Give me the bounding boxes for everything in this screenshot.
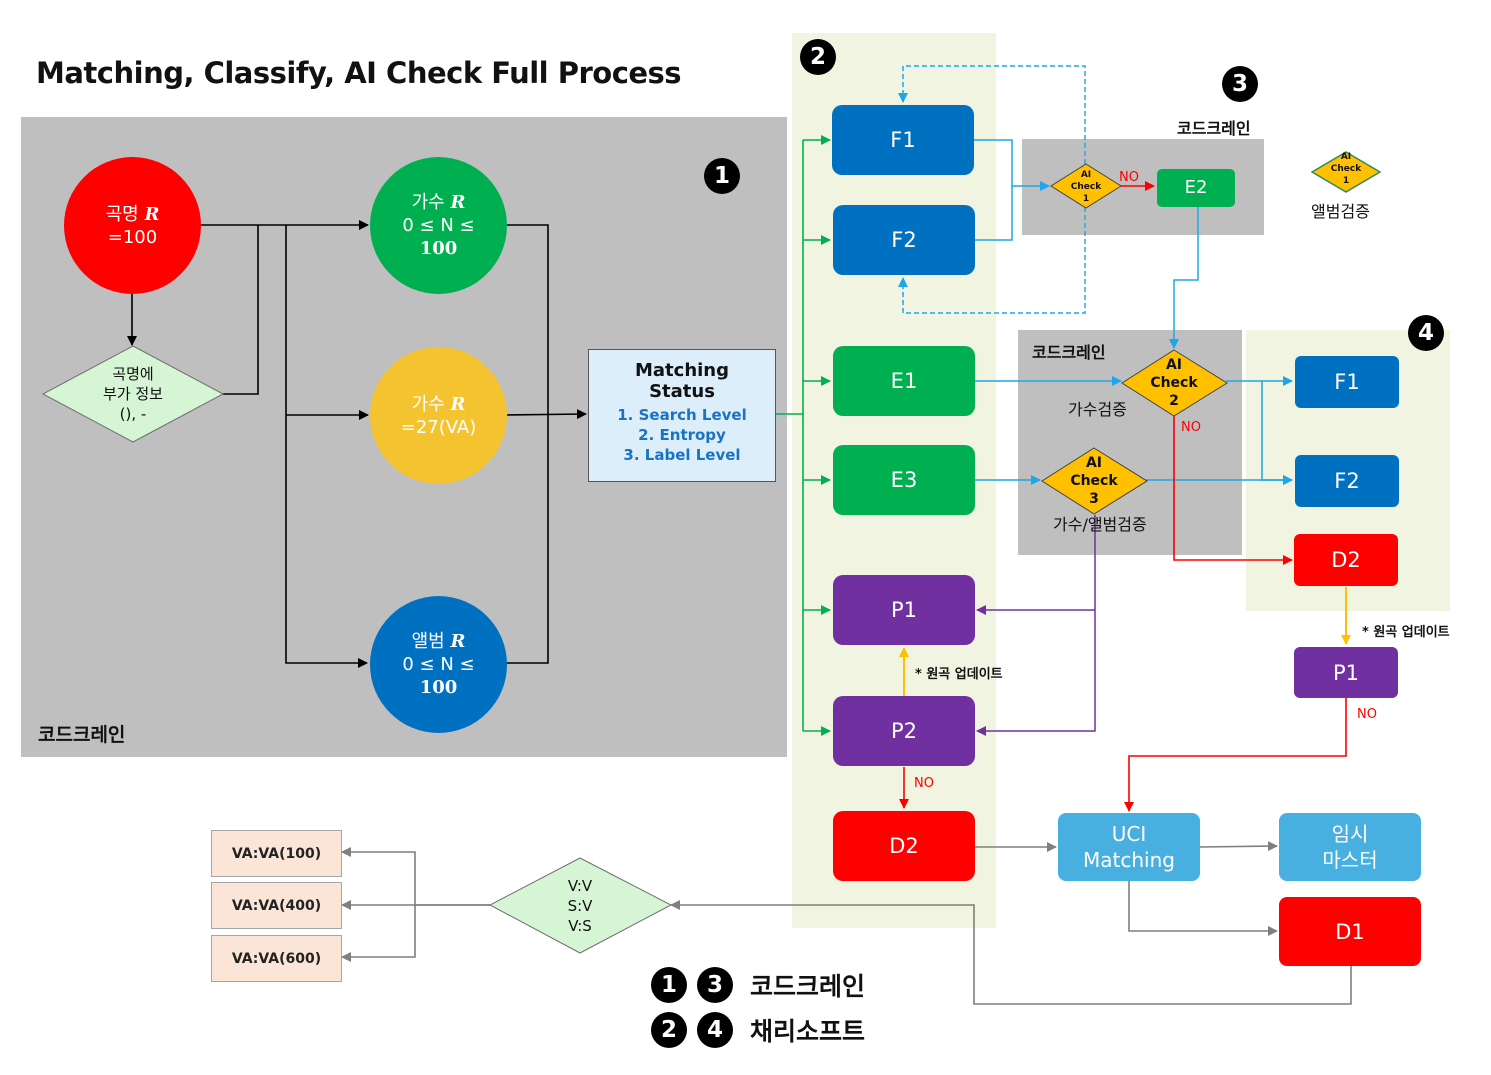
no-label-right: NO bbox=[1357, 707, 1377, 722]
page-title: Matching, Classify, AI Check Full Proces… bbox=[36, 56, 682, 90]
ai-check-legend-caption: 앨범검증 bbox=[1311, 202, 1370, 221]
ai-check-2-diamond bbox=[1121, 349, 1228, 417]
node-e3: E3 bbox=[833, 445, 975, 515]
ai-check-3-diamond bbox=[1041, 447, 1148, 515]
album-range-node: 앨범 R 0 ≤ N ≤ 100 bbox=[370, 596, 507, 733]
song-title-node: 곡명 R =100 bbox=[64, 157, 201, 294]
badge-4: 4 bbox=[1408, 315, 1444, 351]
badge-1: 1 bbox=[704, 158, 740, 194]
node-f2-right: F2 bbox=[1295, 455, 1399, 507]
legend-cherrysoft: 채리소프트 bbox=[750, 1017, 866, 1046]
update-note-right: * 원곡 업데이트 bbox=[1362, 625, 1450, 640]
node-f1-right: F1 bbox=[1295, 356, 1399, 408]
va-box-600: VA:VA(600) bbox=[211, 935, 342, 982]
legend-badge-3: 3 bbox=[697, 967, 733, 1003]
node-p2: P2 bbox=[833, 696, 975, 766]
codecrane-main-label: 코드크레인 bbox=[38, 724, 126, 746]
legend-codecrane: 코드크레인 bbox=[750, 972, 866, 1001]
singer-range-node: 가수 R 0 ≤ N ≤ 100 bbox=[370, 157, 507, 294]
badge-3: 3 bbox=[1222, 66, 1258, 102]
matching-item-search-level: 1. Search Level bbox=[617, 406, 747, 424]
matching-status-title-2: Status bbox=[649, 381, 715, 402]
update-note-mid: * 원곡 업데이트 bbox=[915, 667, 1003, 682]
ai-check-3-caption: 가수/앨범검증 bbox=[1053, 515, 1147, 534]
node-f2: F2 bbox=[833, 205, 975, 275]
codecrane-region-2b bbox=[1018, 330, 1242, 555]
node-e1: E1 bbox=[833, 346, 975, 416]
node-p1: P1 bbox=[833, 575, 975, 645]
ai-check-legend-diamond bbox=[1311, 151, 1381, 193]
matching-status-box: Matching Status 1. Search Level 2. Entro… bbox=[588, 349, 776, 482]
node-f1: F1 bbox=[832, 105, 974, 175]
extra-info-diamond bbox=[42, 345, 224, 443]
ai-check-1-diamond bbox=[1050, 163, 1122, 209]
va-box-100: VA:VA(100) bbox=[211, 830, 342, 877]
no-label-p2: NO bbox=[914, 776, 934, 791]
ai-check-2-caption: 가수검증 bbox=[1068, 400, 1127, 419]
va-box-400: VA:VA(400) bbox=[211, 882, 342, 929]
badge-2: 2 bbox=[800, 39, 836, 75]
singer-va-node: 가수 R =27(VA) bbox=[370, 347, 507, 484]
node-d1: D1 bbox=[1279, 897, 1421, 966]
extra-info-text: 곡명에 부가 정보 (), - bbox=[103, 365, 163, 423]
legend-badge-4: 4 bbox=[697, 1012, 733, 1048]
matching-item-label-level: 3. Label Level bbox=[623, 446, 741, 464]
node-d2: D2 bbox=[833, 811, 975, 881]
matching-item-entropy: 2. Entropy bbox=[638, 426, 726, 444]
node-d2-right: D2 bbox=[1294, 534, 1398, 586]
vs-diamond bbox=[489, 857, 672, 954]
no-label-check1: NO bbox=[1119, 170, 1139, 185]
matching-status-title-1: Matching bbox=[634, 360, 730, 381]
no-label-check2: NO bbox=[1181, 420, 1201, 435]
node-e2: E2 bbox=[1157, 169, 1235, 207]
codecrane-3-label: 코드크레인 bbox=[1177, 119, 1251, 138]
node-p1-right: P1 bbox=[1294, 647, 1398, 698]
legend-badge-1: 1 bbox=[651, 967, 687, 1003]
legend-badge-2: 2 bbox=[651, 1012, 687, 1048]
codecrane-2b-label: 코드크레인 bbox=[1032, 343, 1106, 362]
